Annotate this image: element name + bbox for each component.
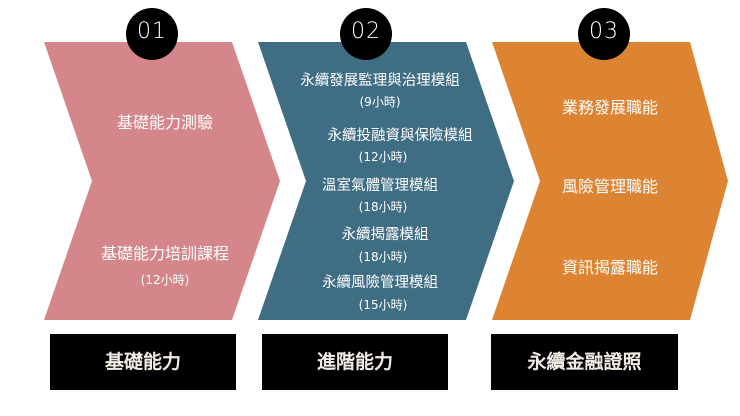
stage-2-item-5-hours: (15小時) [358,298,408,312]
stage-3-item-3-title: 資訊揭露職能 [561,258,658,277]
stage-1-item-1-title: 基礎能力測驗 [116,113,213,132]
stage-2-item-2-hours: (12小時) [358,150,408,164]
stage-2-item-1-title: 永續發展監理與治理模組 [300,73,460,89]
stage-2-item-1-hours: (9小時) [359,95,401,109]
stage-2-item-2-title: 永續投融資與保險模組 [327,128,473,144]
stage-1-label: 基礎能力 [50,334,236,390]
stage-1-number-badge: 01 [126,8,178,60]
stage-3-chevron [492,42,728,320]
stage-2-number-badge: 02 [340,8,392,60]
stage-2-item-4-title: 永續揭露模組 [341,227,429,243]
stage-3-item-1-title: 業務發展職能 [561,98,658,117]
stage-2-chevron [258,42,514,320]
stage-2-item-4-hours: (18小時) [358,250,408,264]
stage-2-item-3-hours: (18小時) [358,200,408,214]
stage-3-item-2-title: 風險管理職能 [561,177,658,196]
stage-2-label: 進階能力 [262,334,448,390]
stage-1-chevron [44,42,280,320]
stage-1-item-2-hours: (12小時) [140,273,190,287]
stage-2-item-5-title: 永續風險管理模組 [322,275,438,291]
stage-3-label: 永續金融證照 [491,334,678,390]
stage-3-number-badge: 03 [578,8,630,60]
stage-1-item-2-title: 基礎能力培訓課程 [100,244,229,263]
stage-2-item-3-title: 溫室氣體管理模組 [322,178,438,194]
